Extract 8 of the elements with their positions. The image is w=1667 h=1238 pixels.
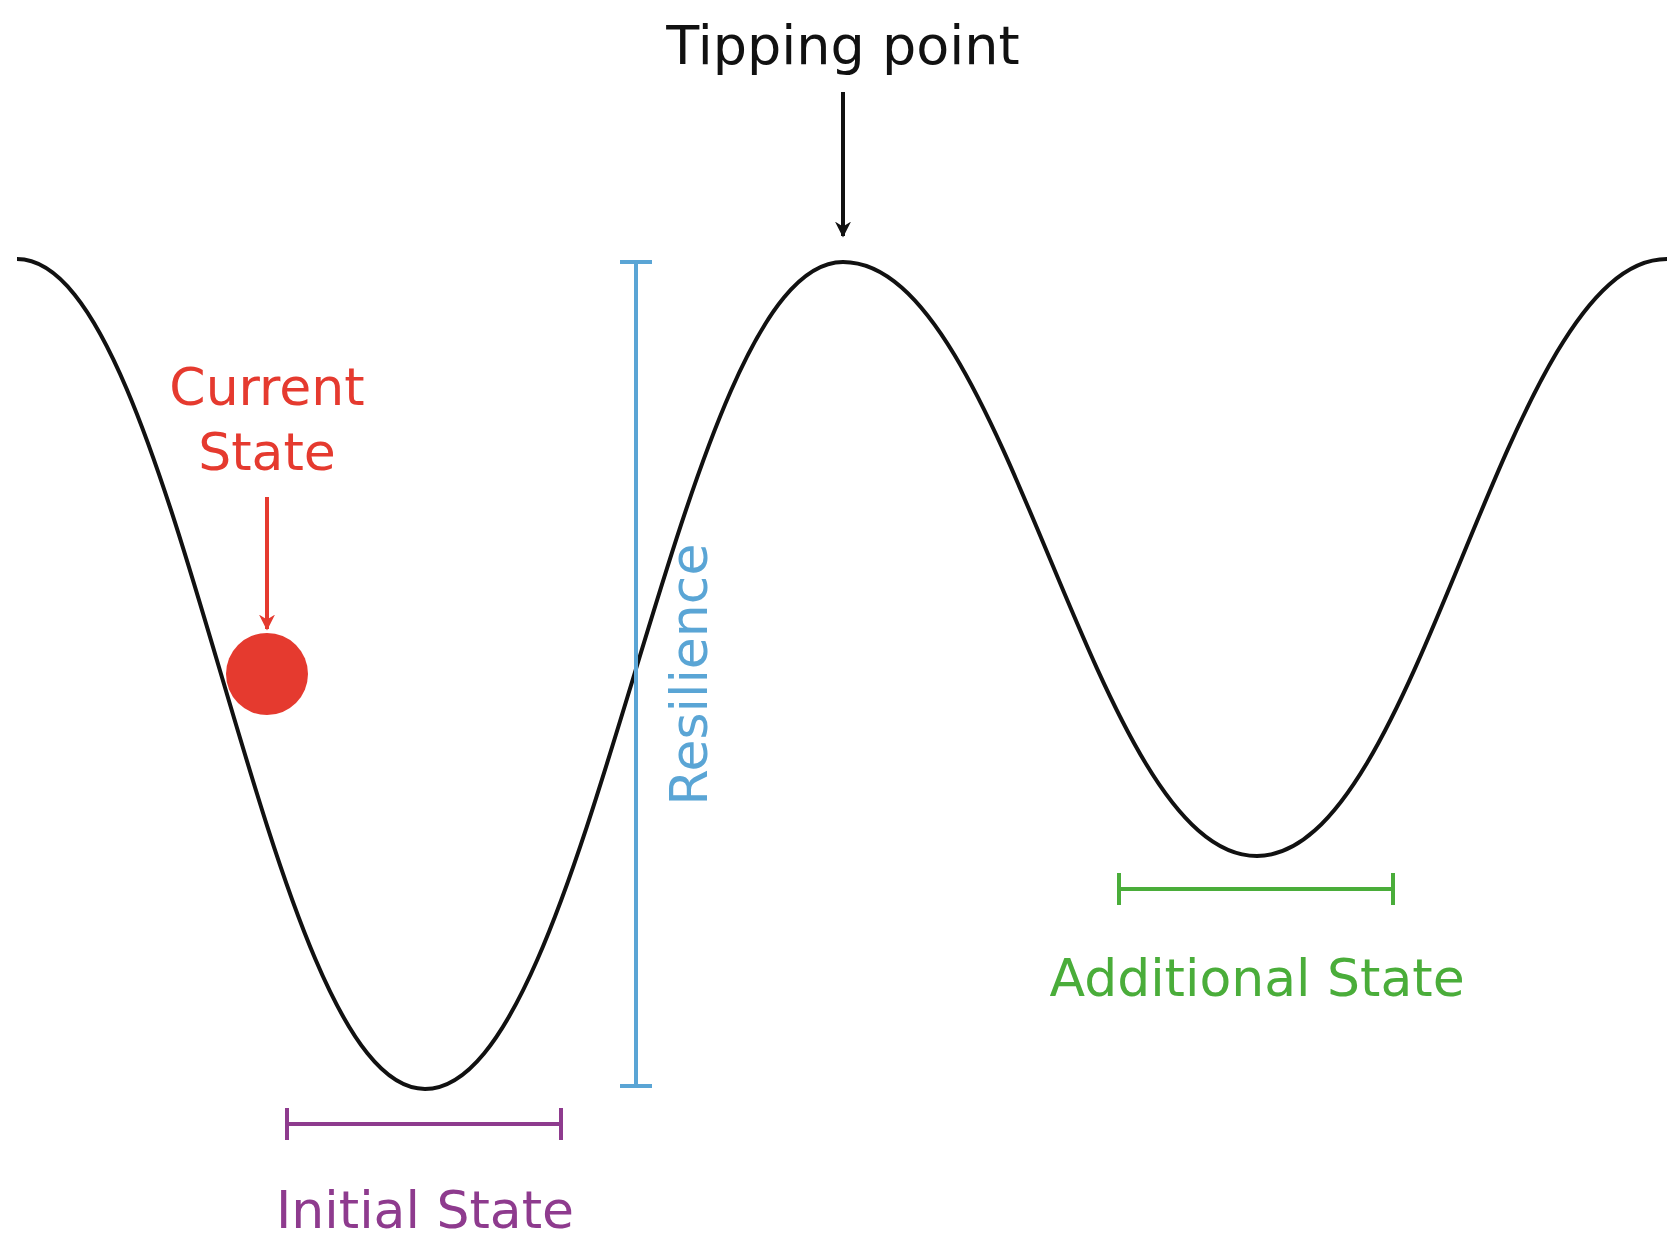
arrow xyxy=(259,497,275,631)
tipping-point-label: Tipping point xyxy=(593,12,1093,80)
arrow xyxy=(835,92,851,238)
state-label: Current State xyxy=(137,355,397,485)
state-label: Additional State xyxy=(1049,946,1465,1010)
state-label: Initial State xyxy=(276,1178,575,1238)
ball xyxy=(226,633,308,715)
resilience-label: Resilience xyxy=(658,543,721,805)
